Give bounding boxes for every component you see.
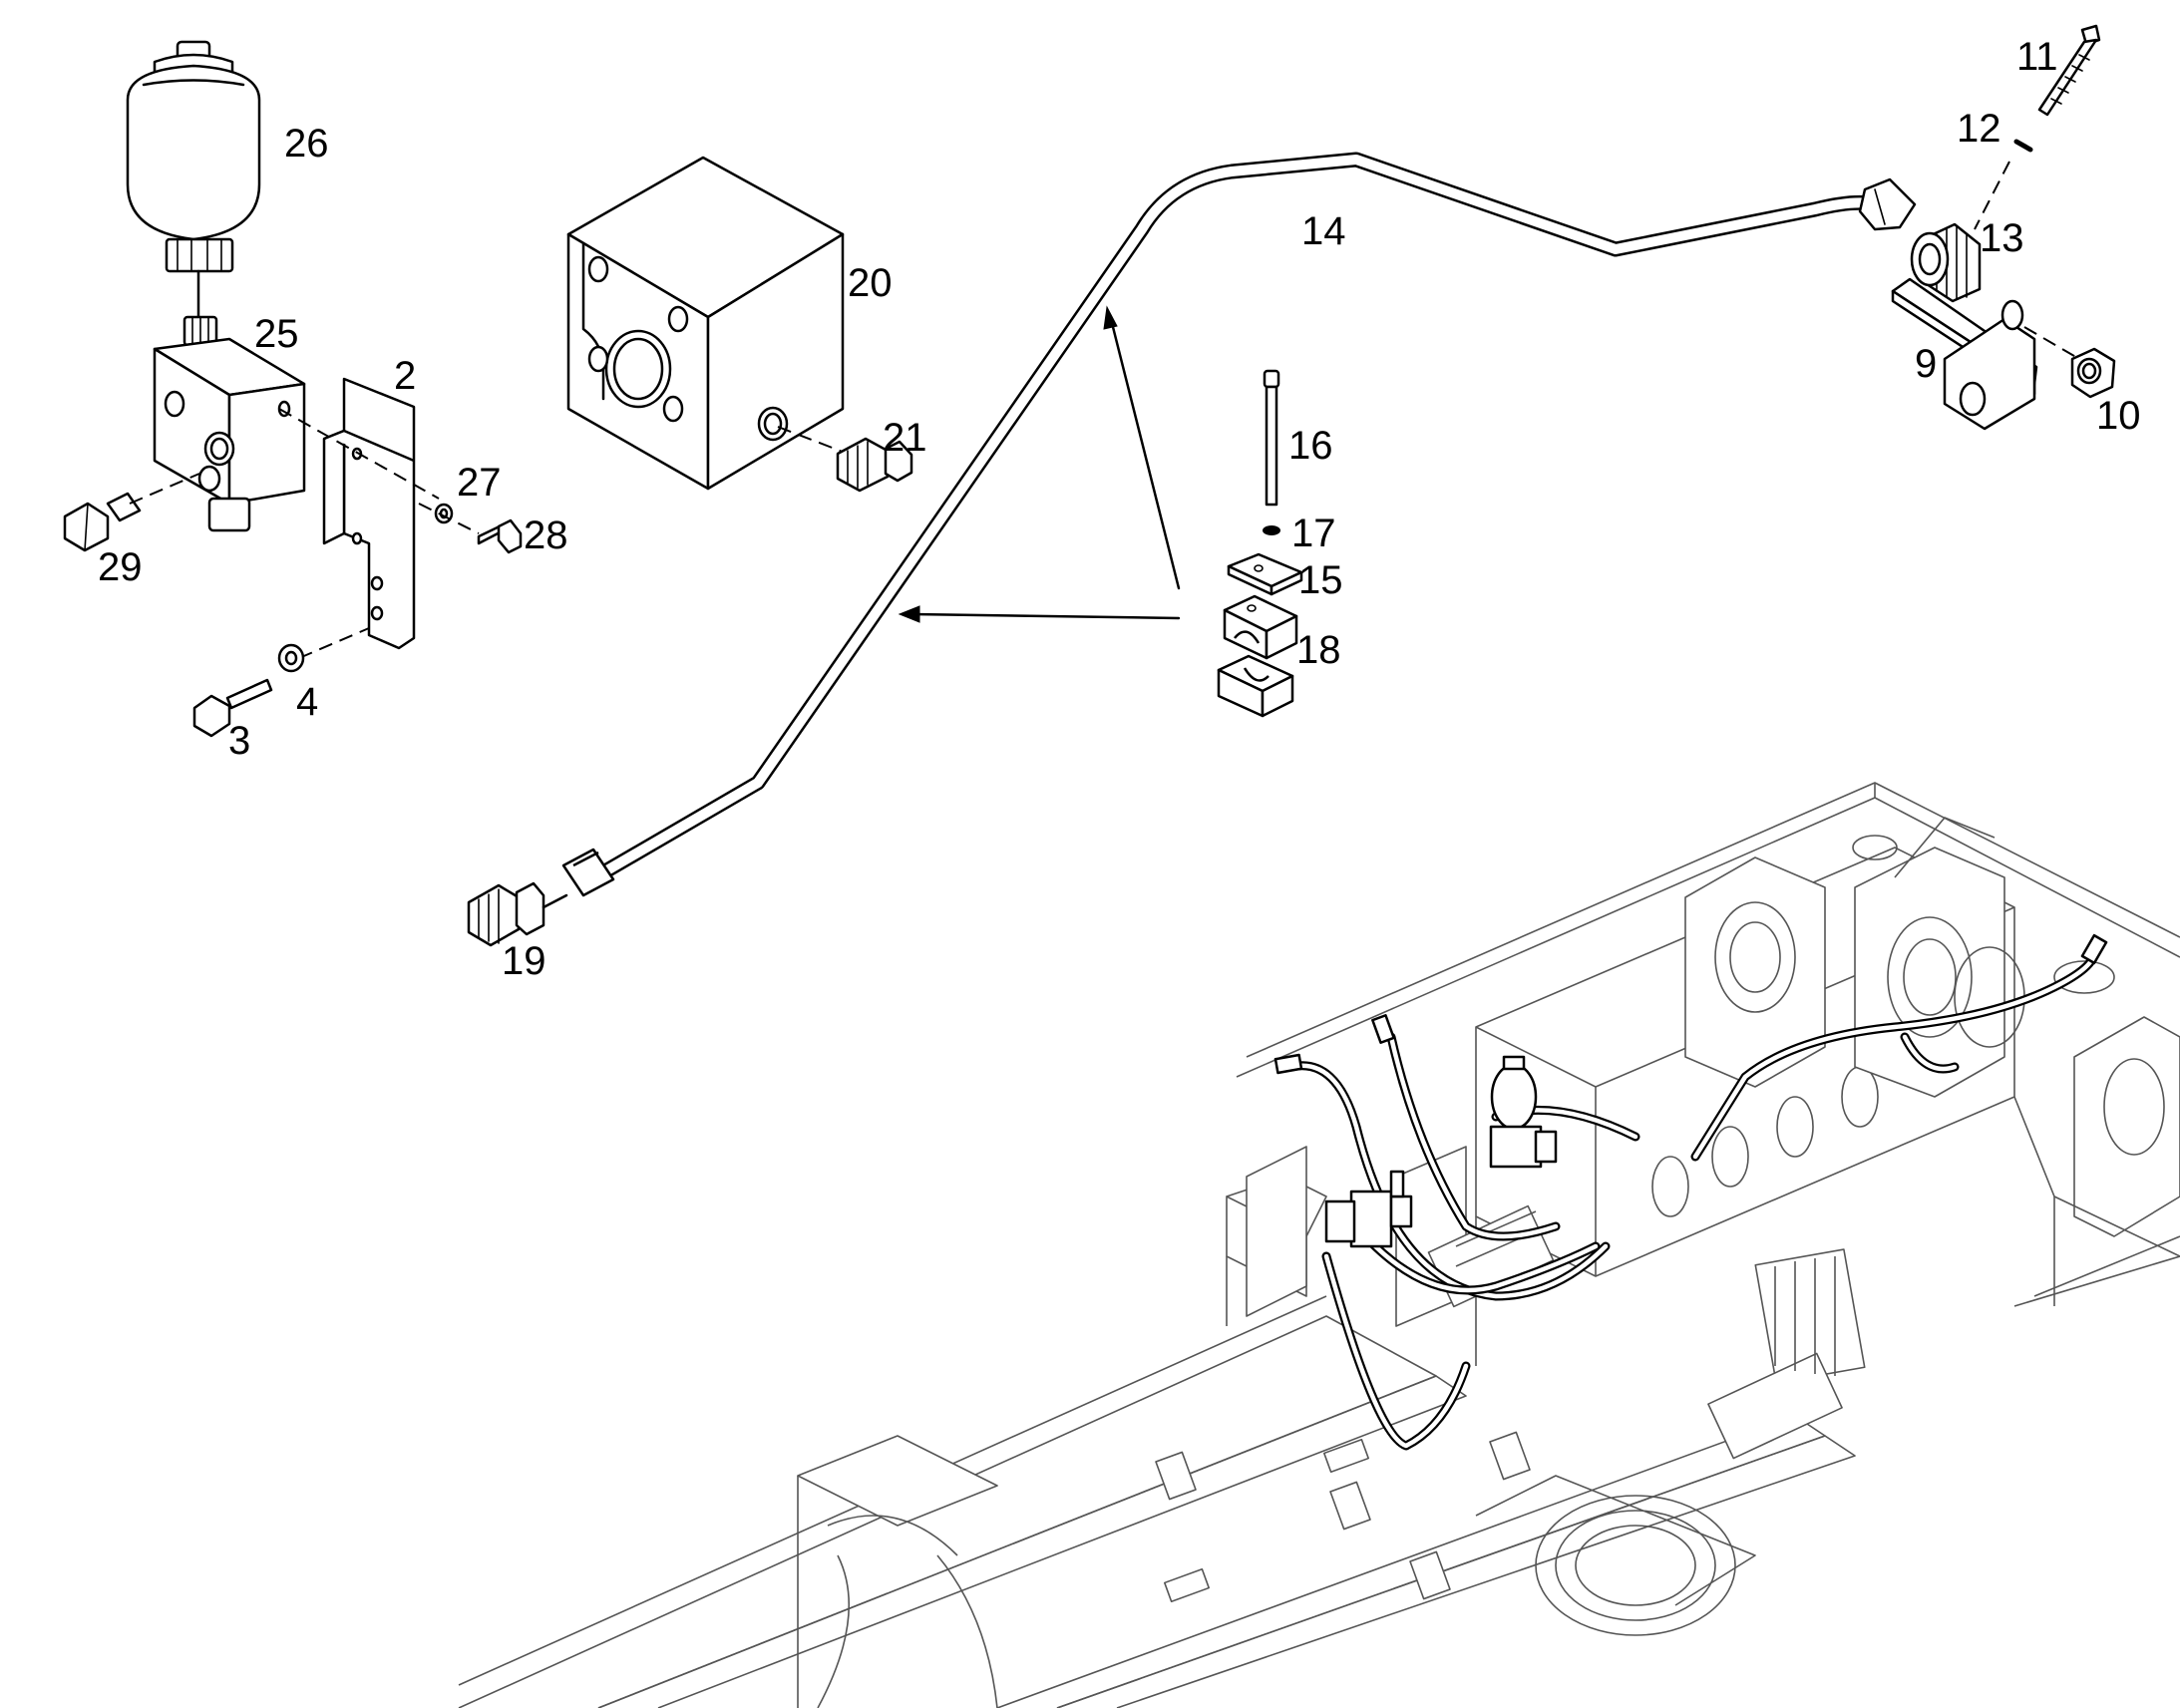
bracket-part-9	[1891, 277, 2038, 431]
accumulator-part	[126, 40, 261, 319]
rigid-tube-part	[561, 152, 1917, 897]
callout-19: 19	[502, 939, 546, 983]
callout-9: 9	[1915, 342, 1937, 386]
callout-17: 17	[1291, 512, 1336, 555]
bolt-part-16	[1263, 369, 1280, 507]
machine-hoses	[1286, 947, 2099, 1451]
fitting-part-13	[1910, 222, 1982, 303]
bolt-part-11	[2037, 24, 2101, 117]
callout-16: 16	[1288, 424, 1333, 468]
hose-fitting-icon	[2080, 933, 2108, 965]
mounting-block-part	[566, 156, 845, 491]
washer-part-4	[277, 643, 305, 673]
callout-14: 14	[1301, 209, 1346, 253]
callout-12: 12	[1957, 107, 2001, 151]
callout-20: 20	[848, 261, 893, 305]
callout-2: 2	[394, 354, 416, 398]
bolt-part-3	[192, 678, 273, 738]
nut-part-10	[2070, 347, 2116, 399]
washer-part-17	[1263, 525, 1280, 535]
machine-frame	[458, 782, 2180, 1708]
bolt-part-28	[477, 518, 523, 554]
valve-block-part	[153, 315, 306, 532]
callout-labels: 26 25 2 27 28 29 4 3 20 21 14 16 17 15 1…	[98, 35, 2141, 983]
callout-26: 26	[284, 122, 329, 166]
callout-3: 3	[228, 719, 250, 763]
fitting-part-21	[836, 437, 913, 493]
fitting-part-19	[467, 881, 568, 947]
leader-arrows	[898, 305, 1181, 623]
callout-10: 10	[2096, 394, 2141, 438]
callout-15: 15	[1298, 558, 1343, 602]
installed-valve	[1324, 1170, 1413, 1248]
callout-11: 11	[2016, 35, 2058, 79]
plug-part-29	[63, 473, 200, 552]
bracket-part	[322, 377, 416, 650]
clamp-plate-part-15	[1227, 552, 1303, 596]
washer-part-12	[2013, 139, 2033, 153]
hose-fitting-icon	[1273, 1053, 1303, 1075]
callout-18: 18	[1296, 628, 1341, 672]
hose-fitting-icon	[1371, 1014, 1395, 1044]
clamp-half-lower-part-18	[1217, 654, 1294, 718]
callout-21: 21	[883, 416, 927, 460]
callout-29: 29	[98, 545, 143, 589]
callout-27: 27	[457, 461, 502, 505]
installed-accumulator	[1489, 1055, 1558, 1169]
callout-13: 13	[1980, 216, 2024, 260]
clamp-half-upper-part-18	[1223, 594, 1298, 660]
callout-28: 28	[524, 513, 568, 557]
callout-25: 25	[254, 312, 299, 356]
callout-4: 4	[296, 680, 318, 724]
